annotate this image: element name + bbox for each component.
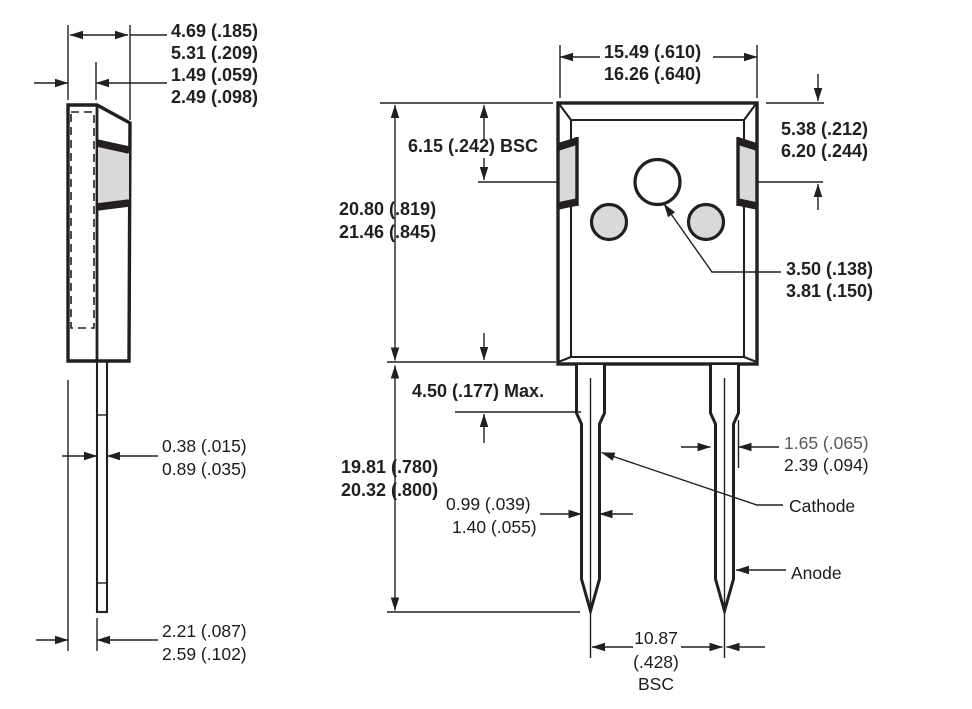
right-tab-notch xyxy=(738,143,756,203)
dim-side-thickness-line1: 4.69 (.185) xyxy=(171,21,258,41)
dim-lead-setback-line2: 2.59 (.102) xyxy=(162,644,247,664)
dim-side-thickness-line2: 5.31 (.209) xyxy=(171,43,258,63)
front-body-outline xyxy=(556,101,759,366)
cathode-leader xyxy=(601,451,783,506)
left-tab-notch xyxy=(559,143,577,203)
dim-lead-pitch-line1: 10.87 xyxy=(634,628,678,648)
anode-label: Anode xyxy=(791,563,842,583)
dim-lead-thickness-line2: 0.89 (.035) xyxy=(162,459,247,479)
dim-body-height-line1: 20.80 (.819) xyxy=(339,199,436,219)
dim-lead-length-line2: 20.32 (.800) xyxy=(341,480,438,500)
side-view: 4.69 (.185) 5.31 (.209) 1.49 (.059) 2.49… xyxy=(34,21,258,664)
dim-lead-length-line1: 19.81 (.780) xyxy=(341,457,438,477)
dim-hole-dia-line1: 3.50 (.138) xyxy=(786,259,873,279)
dim-body-height-line2: 21.46 (.845) xyxy=(339,222,436,242)
side-tab-notch xyxy=(98,146,129,203)
dim-body-width-line2: 16.26 (.640) xyxy=(604,64,701,84)
dim-lead-narrow-line1: 0.99 (.039) xyxy=(446,494,531,514)
mounting-hole xyxy=(633,157,682,207)
dim-lead-pitch-line3: BSC xyxy=(638,674,674,694)
side-tab-top-band xyxy=(96,139,130,154)
front-body-bevel xyxy=(743,356,756,363)
dim-lead-narrow-line2: 1.40 (.055) xyxy=(452,517,537,537)
hole-diameter-leader xyxy=(663,203,781,273)
dim-lead-pitch-line2: (.428) xyxy=(633,652,679,672)
left-tab-top-band xyxy=(556,137,579,151)
dim-shoulder-length: 4.50 (.177) Max. xyxy=(412,381,544,401)
dim-hole-offset: 6.15 (.242) BSC xyxy=(408,136,538,156)
right-tab-bottom-band xyxy=(737,198,758,210)
side-tab-bottom-band xyxy=(96,199,130,211)
dim-lead-thickness-line1: 0.38 (.015) xyxy=(162,436,247,456)
dim-lead-width-line1: 1.65 (.065) xyxy=(784,433,869,453)
front-body-fill xyxy=(558,103,757,364)
front-view: 15.49 (.610) 16.26 (.640) 6.15 (.242) BS… xyxy=(339,42,873,694)
dim-base-thickness-line1: 1.49 (.059) xyxy=(171,65,258,85)
dim-lead-setback-line1: 2.21 (.087) xyxy=(162,621,247,641)
dim-base-thickness-line2: 2.49 (.098) xyxy=(171,87,258,107)
cathode-label: Cathode xyxy=(789,496,855,516)
front-body-bevel xyxy=(559,356,572,363)
dim-tab-hole-line1: 5.38 (.212) xyxy=(781,119,868,139)
die-pad-circle-right xyxy=(686,202,726,242)
dim-hole-dia-line2: 3.81 (.150) xyxy=(786,281,873,301)
front-body-bevel xyxy=(743,103,757,121)
dim-body-width-line1: 15.49 (.610) xyxy=(604,42,701,62)
side-body-hidden-outline xyxy=(70,111,95,329)
front-body-bevel xyxy=(558,103,572,121)
left-tab-bottom-band xyxy=(557,198,578,210)
right-tab-top-band xyxy=(736,137,759,151)
dim-tab-hole-line2: 6.20 (.244) xyxy=(781,141,868,161)
die-pad-circle-left xyxy=(589,202,629,242)
dim-lead-width-line2: 2.39 (.094) xyxy=(784,455,869,475)
